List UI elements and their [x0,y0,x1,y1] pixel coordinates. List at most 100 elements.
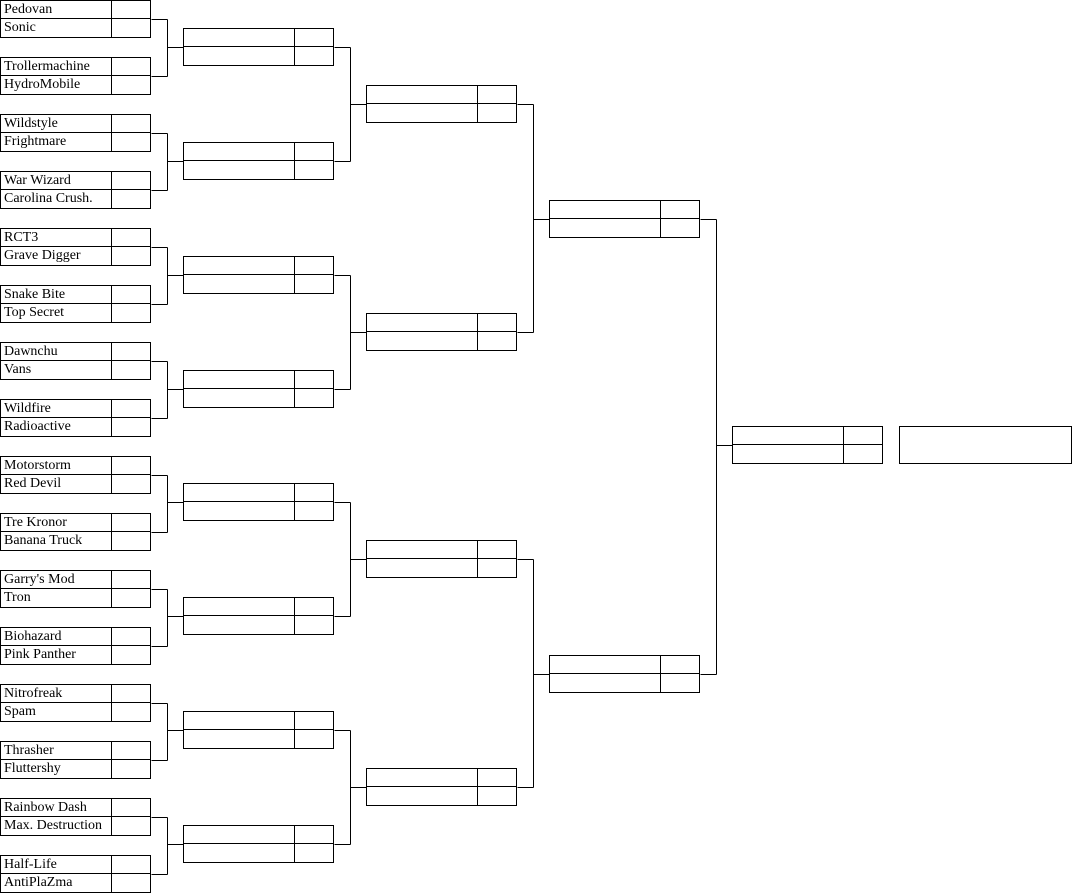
team-slot[interactable]: Wildfire [0,399,151,418]
team-slot[interactable] [183,47,334,66]
team-slot[interactable] [183,502,334,521]
team-score-box[interactable] [661,219,699,237]
team-score-box[interactable] [112,571,150,588]
team-slot[interactable]: War Wizard [0,171,151,190]
team-score-box[interactable] [112,685,150,702]
team-slot[interactable]: Fluttershy [0,760,151,779]
team-slot[interactable] [183,142,334,161]
team-slot[interactable]: Thrasher [0,741,151,760]
team-score-box[interactable] [295,275,333,293]
team-slot[interactable] [183,730,334,749]
team-score-box[interactable] [661,674,699,692]
team-slot[interactable]: Vans [0,361,151,380]
team-slot[interactable] [732,426,883,445]
champion-box[interactable] [899,426,1072,464]
team-slot[interactable] [549,674,700,693]
team-slot[interactable]: Dawnchu [0,342,151,361]
team-slot[interactable]: Red Devil [0,475,151,494]
team-score-box[interactable] [112,19,150,37]
team-slot[interactable]: Spam [0,703,151,722]
team-score-box[interactable] [295,826,333,843]
team-score-box[interactable] [295,143,333,160]
team-score-box[interactable] [112,76,150,94]
team-slot[interactable]: Half-Life [0,855,151,874]
team-score-box[interactable] [112,418,150,436]
team-score-box[interactable] [112,58,150,75]
team-score-box[interactable] [661,656,699,673]
team-slot[interactable] [366,768,517,787]
team-score-box[interactable] [112,286,150,303]
team-score-box[interactable] [478,787,516,805]
team-slot[interactable]: Banana Truck [0,532,151,551]
team-score-box[interactable] [295,161,333,179]
team-score-box[interactable] [478,104,516,122]
team-slot[interactable]: Max. Destruction [0,817,151,836]
team-score-box[interactable] [112,457,150,474]
team-slot[interactable] [183,389,334,408]
team-score-box[interactable] [112,817,150,835]
team-score-box[interactable] [295,371,333,388]
team-slot[interactable]: Garry's Mod [0,570,151,589]
team-slot[interactable]: AntiPlaZma [0,874,151,893]
team-slot[interactable]: RCT3 [0,228,151,247]
team-slot[interactable] [183,256,334,275]
team-score-box[interactable] [112,874,150,892]
team-slot[interactable]: Tre Kronor [0,513,151,532]
team-score-box[interactable] [478,541,516,558]
team-slot[interactable] [183,825,334,844]
team-score-box[interactable] [844,445,882,463]
team-slot[interactable] [732,445,883,464]
team-score-box[interactable] [112,628,150,645]
team-score-box[interactable] [478,86,516,103]
team-slot[interactable]: Trollermachine [0,57,151,76]
team-score-box[interactable] [112,229,150,246]
team-score-box[interactable] [112,361,150,379]
team-slot[interactable] [183,844,334,863]
team-slot[interactable]: Snake Bite [0,285,151,304]
team-score-box[interactable] [844,427,882,444]
team-score-box[interactable] [112,172,150,189]
team-slot[interactable] [183,711,334,730]
team-score-box[interactable] [112,133,150,151]
team-slot[interactable]: HydroMobile [0,76,151,95]
team-score-box[interactable] [112,856,150,873]
team-score-box[interactable] [295,616,333,634]
team-slot[interactable] [183,28,334,47]
team-slot[interactable]: Top Secret [0,304,151,323]
team-score-box[interactable] [112,703,150,721]
team-score-box[interactable] [295,844,333,862]
team-score-box[interactable] [112,760,150,778]
team-slot[interactable] [183,275,334,294]
team-score-box[interactable] [112,190,150,208]
team-slot[interactable] [366,540,517,559]
team-slot[interactable] [366,787,517,806]
team-slot[interactable]: Tron [0,589,151,608]
team-score-box[interactable] [112,1,150,18]
team-slot[interactable]: Sonic [0,19,151,38]
team-score-box[interactable] [112,532,150,550]
team-slot[interactable] [183,616,334,635]
team-slot[interactable] [549,219,700,238]
team-score-box[interactable] [478,559,516,577]
team-score-box[interactable] [295,730,333,748]
team-score-box[interactable] [112,799,150,816]
team-score-box[interactable] [295,47,333,65]
team-slot[interactable]: Pedovan [0,0,151,19]
team-score-box[interactable] [112,304,150,322]
team-score-box[interactable] [112,742,150,759]
team-slot[interactable]: Frightmare [0,133,151,152]
team-slot[interactable] [549,655,700,674]
team-score-box[interactable] [112,115,150,132]
team-score-box[interactable] [295,712,333,729]
team-slot[interactable]: Motorstorm [0,456,151,475]
team-score-box[interactable] [295,389,333,407]
team-slot[interactable]: Biohazard [0,627,151,646]
team-slot[interactable] [366,104,517,123]
team-score-box[interactable] [295,257,333,274]
team-slot[interactable]: Wildstyle [0,114,151,133]
team-slot[interactable] [549,200,700,219]
team-score-box[interactable] [295,29,333,46]
team-score-box[interactable] [478,769,516,786]
team-score-box[interactable] [478,314,516,331]
team-slot[interactable] [183,161,334,180]
